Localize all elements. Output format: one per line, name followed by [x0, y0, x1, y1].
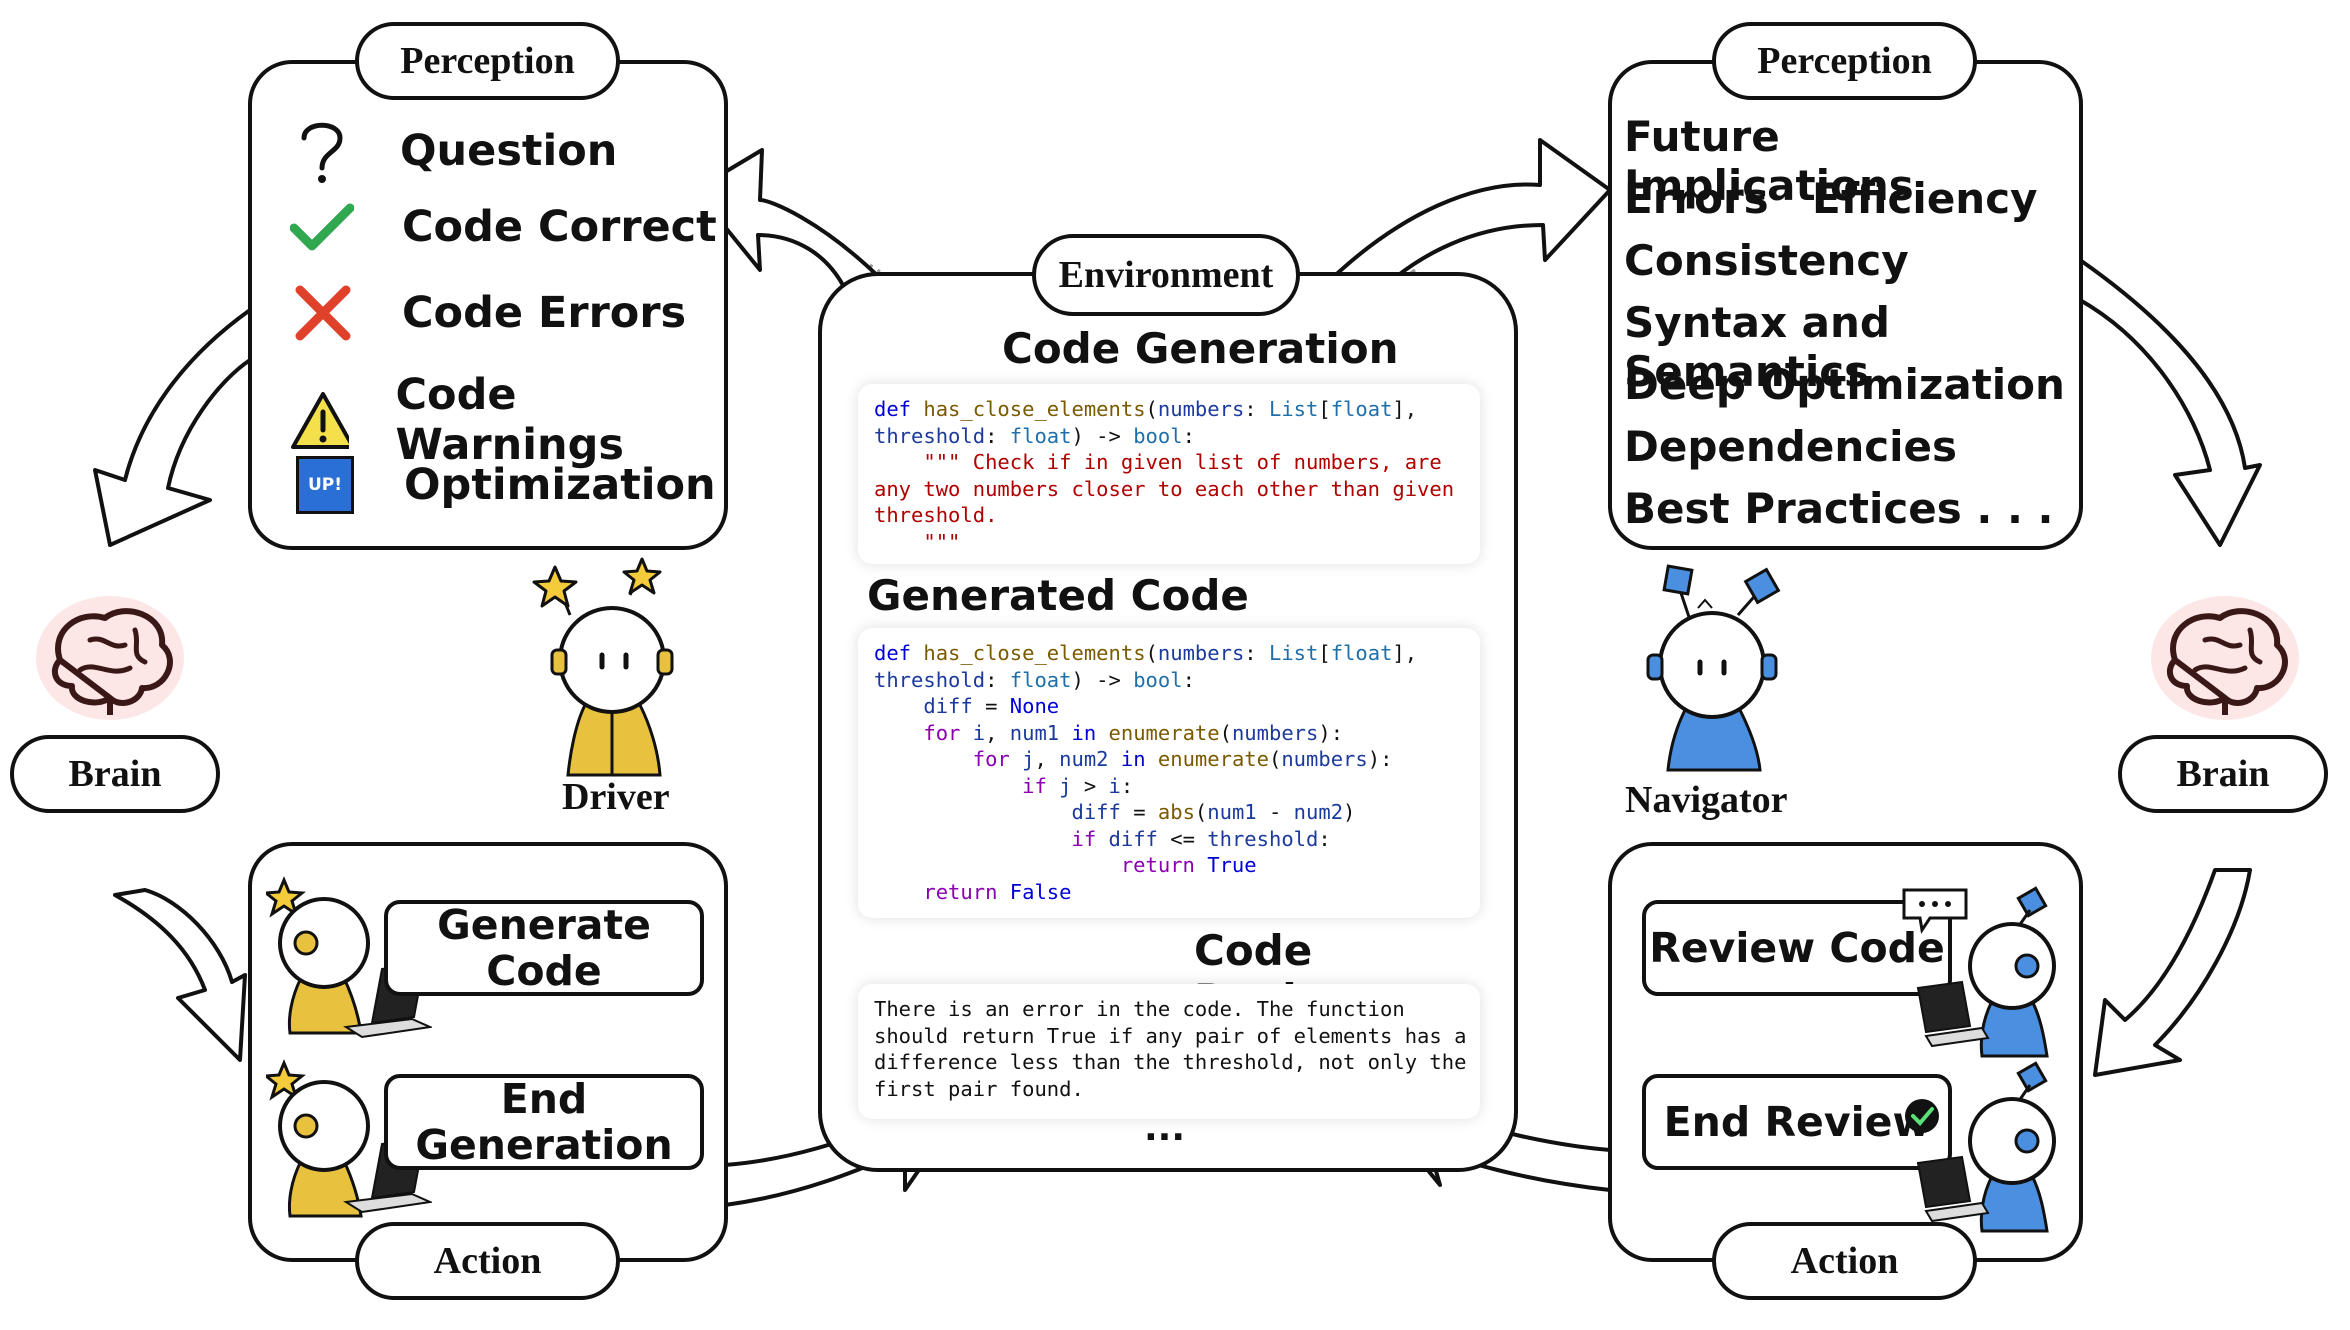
navigator-laptop-icon-2 [1916, 1061, 2056, 1233]
review-text-block: There is an error in the code. The funct… [858, 984, 1480, 1119]
arrow-left-perception-to-brain [93, 308, 252, 547]
speech-bubble-icon [1902, 888, 1968, 934]
driver-label: Driver [562, 776, 670, 818]
driver-robot-icon [532, 557, 674, 777]
error-x-icon [295, 285, 351, 341]
environment-label: Environment [1032, 234, 1300, 316]
generate-code-button[interactable]: Generate Code [384, 900, 704, 996]
perception-item: Future Implications [1624, 112, 1914, 210]
generated-code-title: Generated Code [867, 571, 1249, 620]
driver-laptop-icon-2 [266, 1059, 370, 1218]
navigator-label: Navigator [1625, 779, 1788, 821]
right-perception-label: Perception [1712, 22, 1977, 100]
prompt-code-block: def has_close_elements(numbers: List[flo… [858, 384, 1480, 564]
perception-item: UP! Optimization [296, 456, 716, 514]
perception-item: Errors [1624, 174, 1769, 223]
end-review-button[interactable]: End Review [1642, 1074, 1952, 1170]
end-generation-button[interactable]: End Generation [384, 1074, 704, 1170]
code-generation-title: Code Generation [1002, 324, 1399, 373]
perception-item: Dependencies [1624, 422, 1958, 471]
right-action-label: Action [1712, 1222, 1977, 1300]
right-brain-icon [2151, 596, 2299, 720]
check-badge-icon [1905, 1099, 1939, 1133]
left-perception-label: Perception [355, 22, 620, 100]
perception-item: Deep Optimization [1624, 360, 2065, 409]
right-perception-panel: Future Implications Errors Efficiency Co… [1608, 60, 2083, 550]
perception-item: Consistency [1624, 236, 1909, 285]
review-code-button[interactable]: Review Code [1642, 900, 1952, 996]
arrow-left-brain-to-action [113, 888, 247, 1062]
question-icon [301, 122, 343, 183]
perception-item: Code Correct [290, 202, 717, 252]
perception-item: Question [294, 116, 617, 186]
generated-code-block: def has_close_elements(numbers: List[flo… [858, 628, 1480, 918]
left-action-label: Action [355, 1222, 620, 1300]
right-brain-label: Brain [2118, 735, 2328, 813]
perception-item: Syntax and Semantics [1624, 298, 1890, 396]
left-perception-panel: Question Code Correct Code Errors Code W… [248, 60, 728, 550]
perception-item: Code Warnings [290, 370, 724, 470]
warning-icon [291, 392, 350, 449]
more-ellipsis: ... [1144, 1108, 1186, 1149]
arrow-right-brain-to-action [2093, 868, 2252, 1077]
perception-item: Efficiency [1812, 174, 2038, 223]
checkmark-icon [290, 203, 354, 251]
perception-item: Code Errors [294, 284, 686, 342]
up-badge-icon: UP! [296, 456, 354, 514]
navigator-robot-icon [1646, 564, 1781, 772]
perception-item: Best Practices . . . [1624, 484, 2054, 533]
left-brain-icon [36, 596, 184, 720]
left-brain-label: Brain [10, 735, 220, 813]
left-action-panel: Generate Code End Generation [248, 842, 728, 1262]
arrow-env-to-right-perception [1318, 138, 1612, 302]
arrow-right-perception-to-brain [2078, 258, 2262, 547]
navigator-laptop-icon [1916, 886, 2056, 1058]
right-action-panel: Review Code End Review [1608, 842, 2083, 1262]
environment-panel: Code Generation def has_close_elements(n… [818, 272, 1518, 1172]
